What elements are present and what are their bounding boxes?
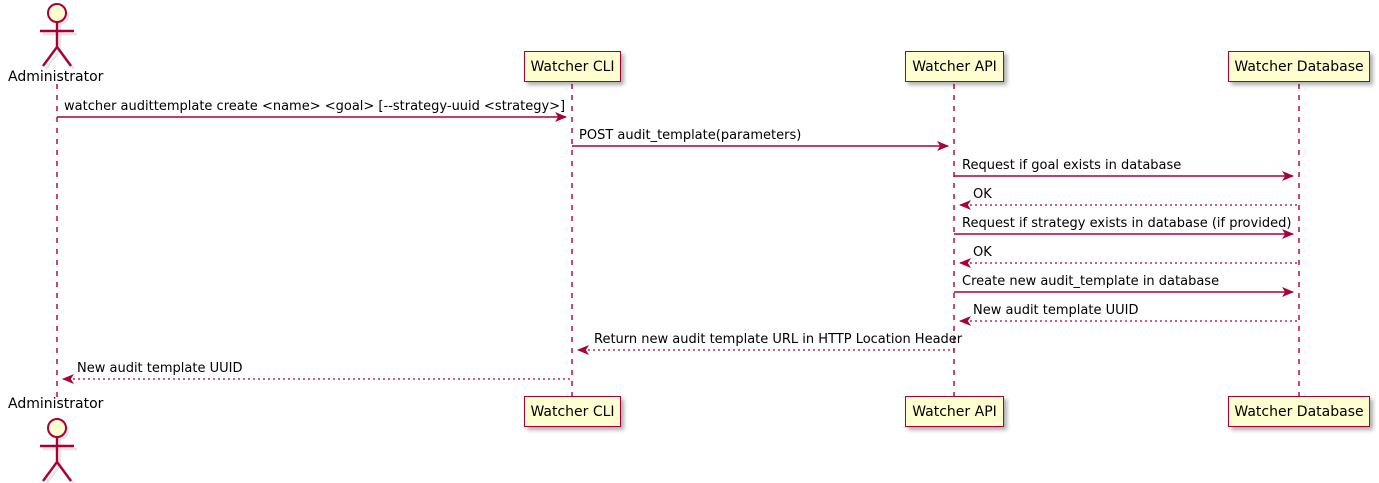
actor-figure-administrator-bottom xyxy=(40,418,77,483)
message-label-8: New audit template UUID xyxy=(973,303,1139,318)
participant-box-watcher-api-bottom[interactable]: Watcher API xyxy=(905,396,1004,427)
participant-label-watcher-database-top: Watcher Database xyxy=(1234,58,1364,75)
participant-box-watcher-cli-top[interactable]: Watcher CLI xyxy=(524,51,621,82)
participant-box-watcher-database-top[interactable]: Watcher Database xyxy=(1228,51,1370,82)
participant-box-watcher-cli-bottom[interactable]: Watcher CLI xyxy=(524,396,621,427)
participant-box-watcher-database-bottom[interactable]: Watcher Database xyxy=(1228,396,1370,427)
lifelines xyxy=(56,84,1300,398)
participant-label-watcher-api-top: Watcher API xyxy=(912,58,997,75)
participant-label-watcher-cli-bottom: Watcher CLI xyxy=(530,403,615,420)
message-label-10: New audit template UUID xyxy=(77,361,243,376)
message-label-7: Create new audit_template in database xyxy=(962,274,1220,289)
message-label-3: Request if goal exists in database xyxy=(962,158,1182,173)
message-label-4: OK xyxy=(973,187,992,202)
message-label-2: POST audit_template(parameters) xyxy=(579,128,802,143)
message-label-5: Request if strategy exists in database (… xyxy=(962,216,1292,231)
participant-label-watcher-api-bottom: Watcher API xyxy=(912,403,997,420)
message-label-9: Return new audit template URL in HTTP Lo… xyxy=(594,332,963,347)
actor-label-administrator-bottom: Administrator xyxy=(8,396,104,412)
actor-label-administrator-top: Administrator xyxy=(8,69,104,85)
participant-box-watcher-api-top[interactable]: Watcher API xyxy=(905,51,1004,82)
participant-label-watcher-database-bottom: Watcher Database xyxy=(1234,403,1364,420)
message-arrows xyxy=(57,112,1299,384)
message-label-6: OK xyxy=(973,245,992,260)
actor-figure-administrator-top xyxy=(40,3,77,70)
participant-label-watcher-cli-top: Watcher CLI xyxy=(530,58,615,75)
message-label-1: watcher audittemplate create <name> <goa… xyxy=(64,99,566,114)
